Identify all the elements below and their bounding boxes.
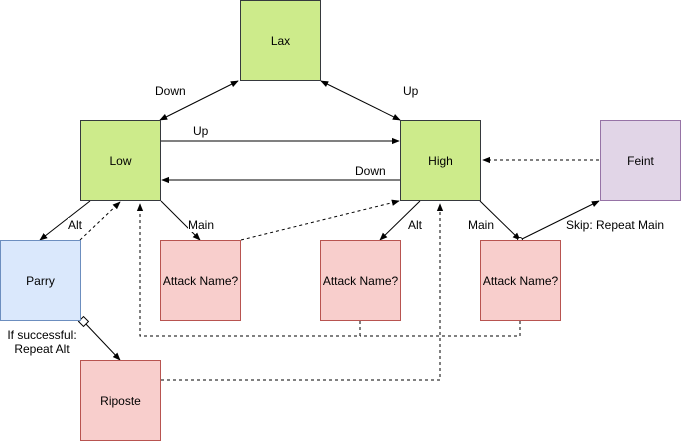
edge-parry-to-riposte xyxy=(83,321,121,361)
edge-parry-to-low xyxy=(79,201,121,241)
edge-riposte-to-high xyxy=(161,203,444,381)
label-low-to-high: Up xyxy=(193,124,209,138)
node-low-label: Low xyxy=(109,153,132,168)
label-parry-success: If successful: Repeat Alt xyxy=(0,328,87,356)
node-attack-high-alt-label: Attack Name? xyxy=(322,273,399,288)
node-attack-low-label: Attack Name? xyxy=(162,273,239,288)
edge-high-to-attack-main xyxy=(479,200,521,241)
node-riposte-label: Riposte xyxy=(100,393,141,408)
node-feint[interactable]: Feint xyxy=(600,120,681,201)
diamond-marker xyxy=(77,315,90,328)
node-parry-label: Parry xyxy=(26,273,55,288)
label-lax-high: Up xyxy=(403,84,419,98)
edge-lax-high xyxy=(320,80,401,121)
label-parry-success-line1: If successful: xyxy=(7,328,77,342)
node-attack-high-main-label: Attack Name? xyxy=(482,273,559,288)
node-lax[interactable]: Lax xyxy=(240,0,321,81)
node-riposte[interactable]: Riposte xyxy=(80,360,161,441)
node-high-label: High xyxy=(428,153,453,168)
label-feint-skip: Skip: Repeat Main xyxy=(566,218,665,232)
node-attack-low[interactable]: Attack Name? xyxy=(160,240,241,321)
label-parry-success-line2: Repeat Alt xyxy=(14,342,70,356)
edge-attack-main-to-loop xyxy=(360,321,521,337)
label-low-alt: Alt xyxy=(68,218,83,232)
label-high-alt: Alt xyxy=(408,218,423,232)
node-lax-label: Lax xyxy=(270,33,291,48)
label-high-main: Main xyxy=(468,218,495,232)
label-high-to-low: Down xyxy=(355,164,386,178)
label-low-main: Main xyxy=(188,218,215,232)
edge-high-to-attack-alt xyxy=(379,200,421,241)
node-parry[interactable]: Parry xyxy=(0,240,81,321)
node-feint-label: Feint xyxy=(627,153,654,168)
edge-lax-low xyxy=(159,80,239,121)
node-attack-high-main[interactable]: Attack Name? xyxy=(480,240,561,321)
edge-low-to-parry xyxy=(39,200,91,241)
node-attack-high-alt[interactable]: Attack Name? xyxy=(320,240,401,321)
label-lax-low: Down xyxy=(155,84,186,98)
edge-attack-high-to-low-loop xyxy=(136,203,361,337)
edge-attack-to-feint xyxy=(517,200,600,243)
node-low[interactable]: Low xyxy=(80,120,161,201)
edge-attack-low-to-high xyxy=(240,199,400,241)
node-high[interactable]: High xyxy=(400,120,481,201)
edge-low-to-attack xyxy=(160,200,201,241)
